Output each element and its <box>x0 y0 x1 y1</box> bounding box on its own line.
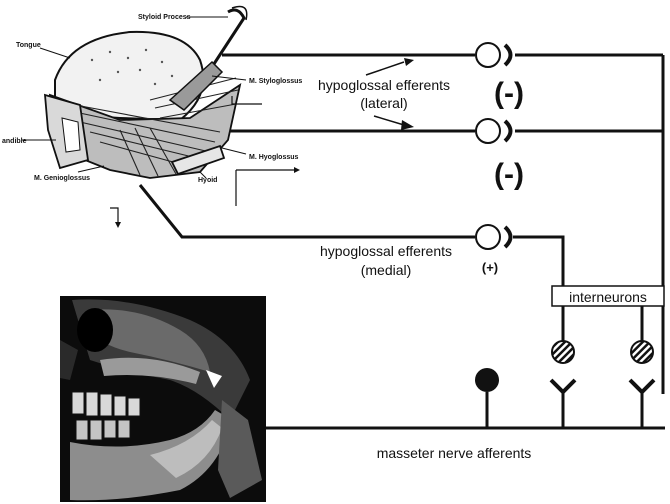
inhibitory-interneurons <box>551 306 654 406</box>
synapses <box>476 43 511 249</box>
y-terminal-left <box>551 380 575 392</box>
label-hyoid: Hyoid <box>198 177 217 184</box>
excitatory-sign: (+) <box>482 260 498 275</box>
synapse-soma-medial <box>476 225 500 249</box>
lateral-efferents-label-line1: hypoglossal efferents <box>318 77 450 93</box>
medial-efferents-label-line2: (medial) <box>361 262 412 278</box>
y-terminal-right <box>630 380 654 392</box>
medial-efferent-line <box>140 185 475 237</box>
synapse-terminal-medial <box>505 227 511 247</box>
inhibitory-sign-lower: (-) <box>494 158 524 191</box>
arrow-head-lower <box>401 120 414 130</box>
synapse-terminal-upper <box>505 45 511 65</box>
label-m-hyoglossus: M. Hyoglossus <box>249 154 299 161</box>
label-m-genioglossus: M. Genioglossus <box>34 175 90 182</box>
masseter-afferents-label: masseter nerve afferents <box>377 445 532 461</box>
inhibitory-sign-upper: (-) <box>494 77 524 110</box>
label-styloid-process: Styloid Process <box>138 14 191 21</box>
synapse-soma-upper <box>476 43 500 67</box>
efferent-arrows <box>366 58 414 130</box>
label-m-styloglossus: M. Styloglossus <box>249 78 302 85</box>
striped-interneuron-right <box>631 341 653 363</box>
label-tongue: Tongue <box>16 42 41 49</box>
afferent-soma <box>475 368 499 392</box>
label-mandible: andible <box>2 138 27 145</box>
lateral-efferents-label-line2: (lateral) <box>360 95 407 111</box>
striped-interneuron-left <box>552 341 574 363</box>
arrow-head-upper <box>404 58 414 66</box>
medial-efferents-label-line1: hypoglossal efferents <box>320 243 452 259</box>
skull-photo <box>60 296 266 502</box>
interneurons-label: interneurons <box>569 289 647 305</box>
tongue-muscle-illustration <box>22 7 300 229</box>
synapse-terminal-middle <box>505 121 511 141</box>
synapse-soma-middle <box>476 119 500 143</box>
